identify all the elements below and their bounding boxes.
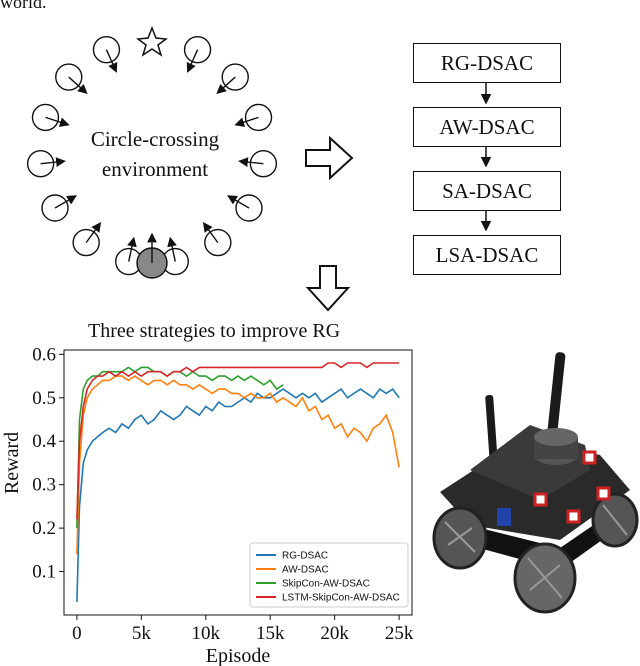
legend-label: RG-DSAC [282, 551, 328, 562]
series-line-lstm-skipcon-aw-dsac [76, 362, 400, 520]
heading-arrow [45, 116, 70, 127]
circle-arrow-icon [41, 194, 69, 222]
heading-arrow [202, 222, 219, 244]
x-tick-label: 5k [132, 623, 152, 644]
x-tick-label: 20k [320, 623, 349, 644]
environment-label: environment [101, 157, 209, 181]
legend-label: SkipCon-AW-DSAC [282, 579, 370, 590]
heading-arrow [105, 49, 118, 73]
circle-arrow-icon [92, 35, 121, 64]
heading-arrow [238, 157, 264, 167]
circle-arrow-icon [221, 63, 249, 91]
circle-arrow-icon [26, 150, 55, 178]
heading-arrow [54, 195, 78, 209]
y-tick-label: 0.1 [32, 562, 56, 583]
flow-box: LSA-DSAC [413, 235, 561, 275]
y-tick-label: 0.2 [32, 518, 56, 539]
x-tick-label: 10k [192, 623, 221, 644]
circle-arrow-icon [244, 103, 273, 132]
heading-arrow [40, 157, 66, 167]
y-tick-label: 0.6 [32, 344, 56, 365]
y-axis-label: Reward [1, 432, 23, 494]
robot-illustration [432, 352, 639, 614]
hollow-arrow-icon [305, 135, 354, 181]
flow-box: RG-DSAC [413, 43, 561, 83]
plot-frame [63, 349, 413, 616]
heading-arrow [216, 76, 236, 95]
series-line-rg-dsac [76, 388, 400, 603]
x-axis-label: Episode [206, 645, 271, 666]
series-line-aw-dsac [76, 375, 400, 555]
circle-arrow-icon [31, 103, 60, 132]
heading-arrow [127, 236, 137, 262]
hollow-arrow-icon [305, 265, 351, 312]
heading-arrow [85, 222, 102, 244]
heading-arrow [234, 116, 259, 127]
circle-arrow-icon [204, 228, 232, 257]
x-tick-label: 15k [256, 623, 285, 644]
flow-box: AW-DSAC [413, 107, 561, 147]
caption-fragment: world. [0, 0, 47, 12]
circle-arrow-icon [249, 150, 278, 178]
heading-arrow [68, 76, 88, 95]
x-tick-label: 0 [72, 623, 82, 644]
circle-arrow-icon [72, 228, 100, 257]
circle-arrow-icon [183, 35, 212, 64]
y-tick-label: 0.5 [32, 388, 56, 409]
heading-arrow [167, 236, 177, 262]
heading-arrow [226, 195, 250, 209]
legend-label: AW-DSAC [282, 565, 329, 576]
legend-box [249, 542, 409, 608]
legend-label: LSTM-SkipCon-AW-DSAC [282, 593, 400, 604]
y-tick-label: 0.3 [32, 475, 56, 496]
circle-arrow-icon [235, 194, 263, 222]
chart-title: Three strategies to improve RG [88, 320, 341, 342]
environment-label: Circle-crossing [90, 127, 220, 151]
star-icon [136, 25, 168, 57]
flow-box: SA-DSAC [413, 171, 561, 211]
heading-arrow [186, 49, 199, 73]
circle-arrow-icon [55, 63, 83, 91]
y-tick-label: 0.4 [32, 431, 56, 452]
x-tick-label: 25k [385, 623, 414, 644]
